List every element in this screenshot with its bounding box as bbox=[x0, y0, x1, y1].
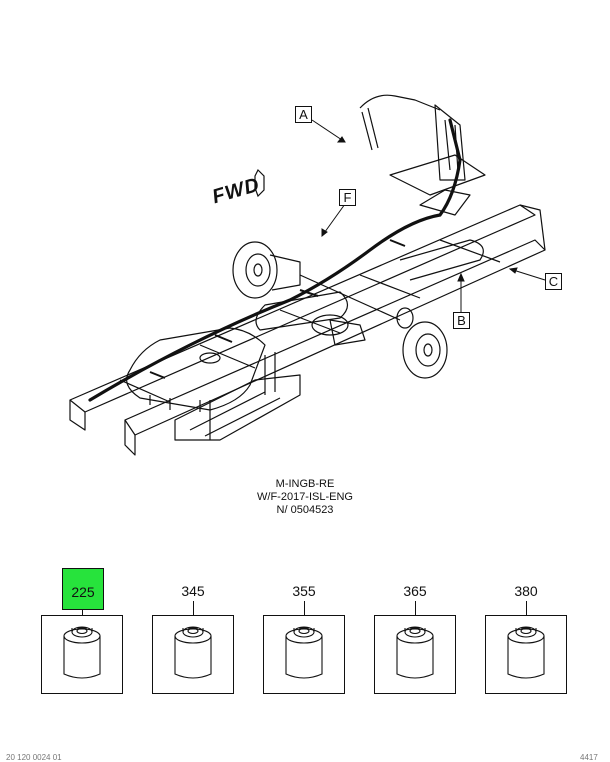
callout-b[interactable]: B bbox=[453, 312, 470, 329]
part-thumbnail[interactable] bbox=[263, 615, 345, 694]
fuel-tank bbox=[126, 327, 266, 411]
wheel-drum-right bbox=[402, 321, 448, 379]
air-tank bbox=[255, 291, 349, 331]
wheel-drum-left bbox=[232, 241, 278, 299]
part-number-selected[interactable]: 225 bbox=[62, 568, 104, 610]
chassis-diagram bbox=[69, 94, 546, 456]
caption-line-3: N/ 0504523 bbox=[276, 504, 334, 516]
part-option[interactable]: 345 bbox=[152, 568, 234, 694]
footer-code-right: 4417 bbox=[580, 753, 598, 762]
cab-mount bbox=[389, 154, 486, 196]
part-number[interactable]: 365 bbox=[403, 583, 427, 599]
chassis-illustration bbox=[69, 94, 546, 456]
part-number[interactable]: 345 bbox=[181, 583, 205, 599]
leader-a bbox=[311, 119, 346, 143]
leader-stem bbox=[82, 609, 83, 615]
part-thumbnail[interactable] bbox=[485, 615, 567, 694]
callout-a[interactable]: A bbox=[295, 106, 312, 123]
caption-line-1: M-INGB-RE bbox=[275, 478, 335, 490]
leader-stem bbox=[304, 601, 305, 615]
cross-member bbox=[119, 379, 171, 403]
leader-stem bbox=[193, 601, 194, 615]
caption-line-2: W/F-2017-ISL-ENG bbox=[257, 491, 353, 503]
exhaust-pipe bbox=[359, 94, 441, 111]
filter-canister-icon bbox=[285, 626, 323, 679]
part-thumbnail[interactable] bbox=[152, 615, 234, 694]
frame-rail-left bbox=[69, 204, 536, 413]
part-option[interactable]: 380 bbox=[485, 568, 567, 694]
part-option[interactable]: 365 bbox=[374, 568, 456, 694]
battery-box bbox=[174, 374, 301, 441]
fwd-arrow-icon bbox=[254, 168, 265, 198]
diagram-caption: M-INGB-RE W/F-2017-ISL-ENG N/ 0504523 bbox=[0, 478, 610, 517]
wiring-harness bbox=[88, 118, 462, 402]
leader-f bbox=[321, 203, 346, 237]
part-number[interactable]: 355 bbox=[292, 583, 316, 599]
part-thumbnail[interactable] bbox=[374, 615, 456, 694]
filter-canister-icon bbox=[507, 626, 545, 679]
callout-f[interactable]: F bbox=[339, 189, 356, 206]
part-number[interactable]: 380 bbox=[514, 583, 538, 599]
filter-canister-icon bbox=[396, 626, 434, 679]
filter-canister-icon bbox=[174, 626, 212, 679]
footer-code-left: 20 120 0024 01 bbox=[6, 753, 62, 762]
leader-stem bbox=[415, 601, 416, 615]
part-option[interactable]: 225 bbox=[41, 568, 123, 694]
part-thumbnail[interactable] bbox=[41, 615, 123, 694]
part-option[interactable]: 355 bbox=[263, 568, 345, 694]
leader-stem bbox=[526, 601, 527, 615]
callout-c[interactable]: C bbox=[545, 273, 562, 290]
filter-canister-icon bbox=[63, 626, 101, 679]
